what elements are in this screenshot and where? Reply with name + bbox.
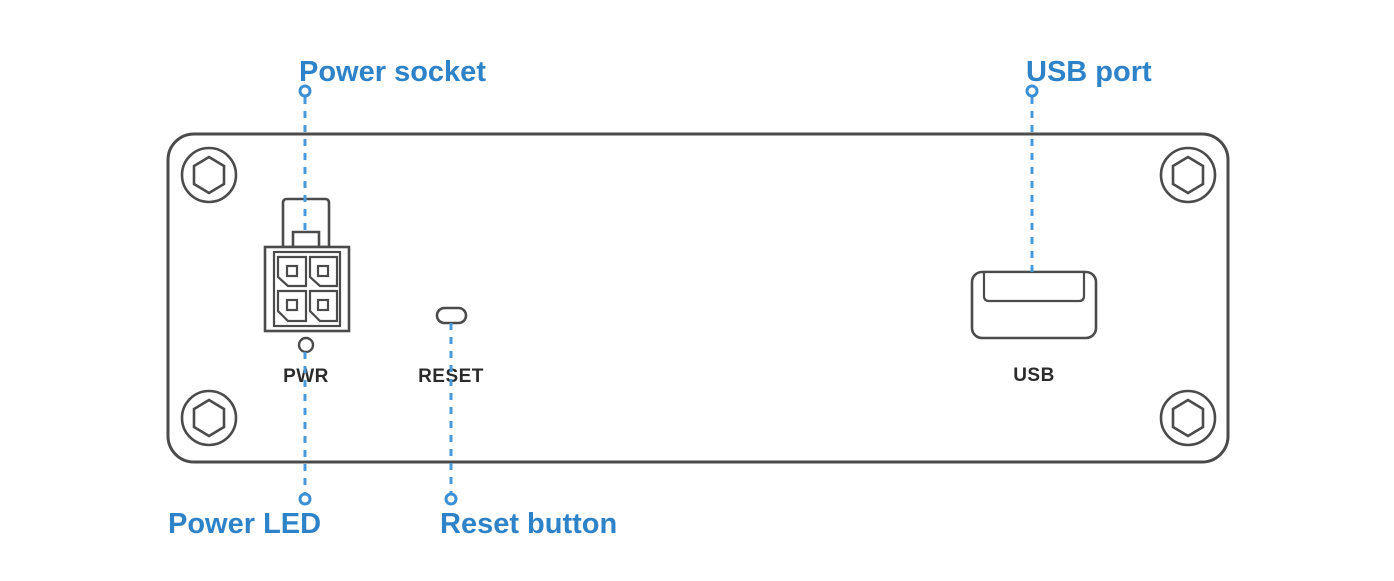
leader-dot-usb-port [1025,84,1039,98]
screw-top-left [180,146,238,204]
leader-dot-reset-button [444,492,458,506]
callout-label-usb-port: USB port [1026,56,1152,88]
usb-port-tongue [982,270,1086,303]
callout-reset-button: Reset button [440,323,617,540]
connector-latch-notch-icon [291,230,321,249]
callout-power-socket: Power socket [298,56,486,237]
callout-usb-port: USB port [1025,56,1152,272]
usb-label: USB [1013,365,1055,386]
connector-pin-4 [316,298,330,312]
reset-button[interactable] [435,306,468,325]
connector-pin-3 [285,298,299,312]
connector-pin-2 [316,264,330,278]
power-connector[interactable] [263,197,351,333]
screw-bottom-left [180,389,238,447]
callout-label-power-socket: Power socket [299,56,486,88]
hex-socket-icon [192,155,226,195]
power-led-indicator [297,336,315,354]
callout-power-led: Power LED [168,352,321,540]
leader-dot-power-socket [298,84,312,98]
connector-pin-1 [285,264,299,278]
screw-top-right [1159,146,1217,204]
device-panel [166,132,1230,464]
hex-socket-icon [1171,398,1205,438]
reset-label: RESET [418,366,484,387]
usb-port[interactable] [970,270,1098,340]
screw-bottom-right [1159,389,1217,447]
hex-socket-icon [1171,155,1205,195]
callout-label-power-led: Power LED [168,508,321,540]
pwr-label: PWR [283,366,329,387]
callout-label-reset-button: Reset button [440,508,617,540]
leader-dot-power-led [298,492,312,506]
hex-socket-icon [192,398,226,438]
